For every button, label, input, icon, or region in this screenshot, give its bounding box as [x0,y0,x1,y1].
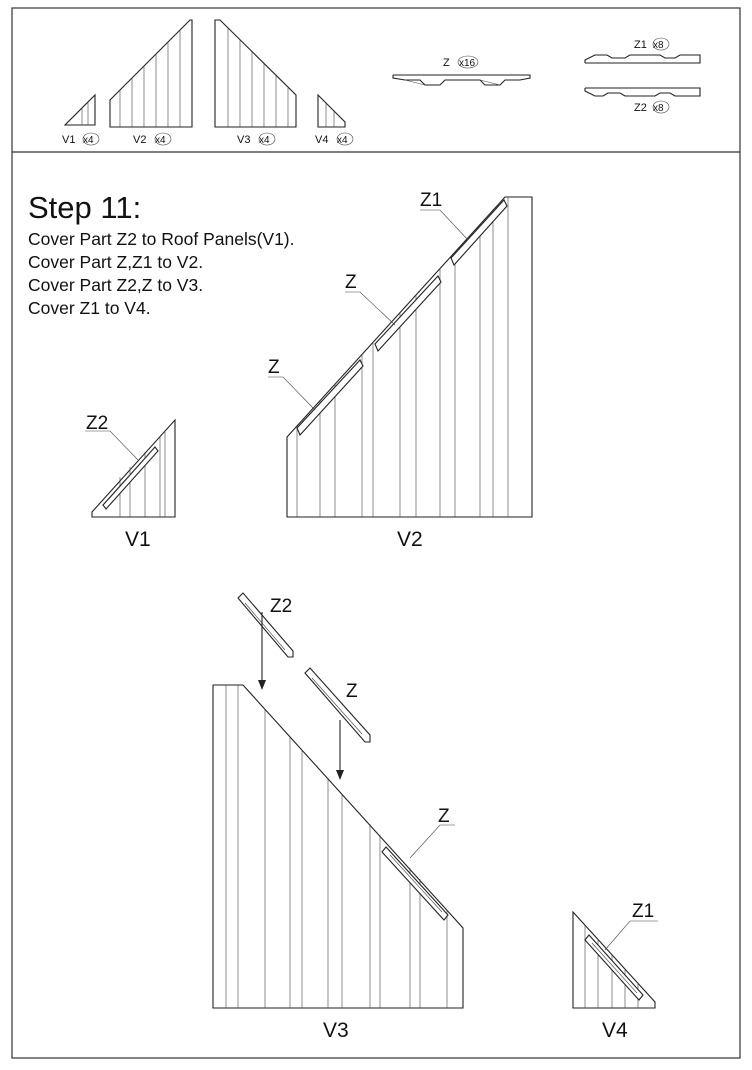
part-z1-label: Z1 [634,39,647,51]
part-v4-thumb: V4 x4 [315,93,354,146]
figure-v3: Z2 Z Z V3 [212,592,464,1042]
part-v3-thumb: V3 x4 [214,19,297,146]
v1-label: V1 [125,528,151,551]
part-z-thumb: Z x16 [392,55,531,86]
v2-callout-z1: Z1 [420,190,442,211]
step-title: Step 11: [28,190,142,225]
v4-label: V4 [602,1019,628,1042]
part-v1-thumb: V1 x4 [62,93,100,146]
part-z2-thumb: Z2 x8 [584,87,701,114]
figure-v2: Z1 Z Z V2 [268,190,533,551]
part-z1-thumb: Z1 x8 [584,37,701,64]
part-z-qty: x16 [459,58,476,69]
step-instructions: Step 11: Cover Part Z2 to Roof Panels(V1… [28,190,295,320]
part-v3-label: V3 [237,134,250,146]
figure-v1: Z2 V1 [85,413,176,551]
v1-callout-z2: Z2 [86,413,108,434]
part-v2-label: V2 [133,134,146,146]
part-z-label: Z [443,57,450,69]
parts-header: V1 x4 V2 x4 V3 x4 [62,19,701,146]
part-z2-qty: x8 [653,103,664,114]
figure-v4: Z1 V4 [572,901,658,1042]
step-line-3: Cover Part Z2,Z to V3. [28,275,204,295]
part-z1-qty: x8 [653,40,664,51]
v3-callout-z-panel: Z [438,806,450,827]
part-v3-qty: x4 [259,135,270,146]
v4-callout-z1: Z1 [632,901,654,922]
part-v4-label: V4 [315,134,328,146]
step-line-4: Cover Z1 to V4. [28,298,151,318]
v2-label: V2 [397,528,423,551]
v2-callout-z-upper: Z [345,272,357,293]
part-v1-label: V1 [62,134,75,146]
part-v2-thumb: V2 x4 [109,19,193,146]
v2-callout-z-lower: Z [268,357,280,378]
v3-callout-z-loose: Z [346,681,358,702]
step-line-2: Cover Part Z,Z1 to V2. [28,252,204,272]
step-line-1: Cover Part Z2 to Roof Panels(V1). [28,229,295,249]
part-v1-qty: x4 [83,135,94,146]
page-border [11,7,741,1059]
part-v2-qty: x4 [155,135,166,146]
v3-callout-z2: Z2 [270,596,292,617]
part-v4-qty: x4 [337,135,348,146]
v3-label: V3 [323,1019,349,1042]
part-z2-label: Z2 [634,102,647,114]
